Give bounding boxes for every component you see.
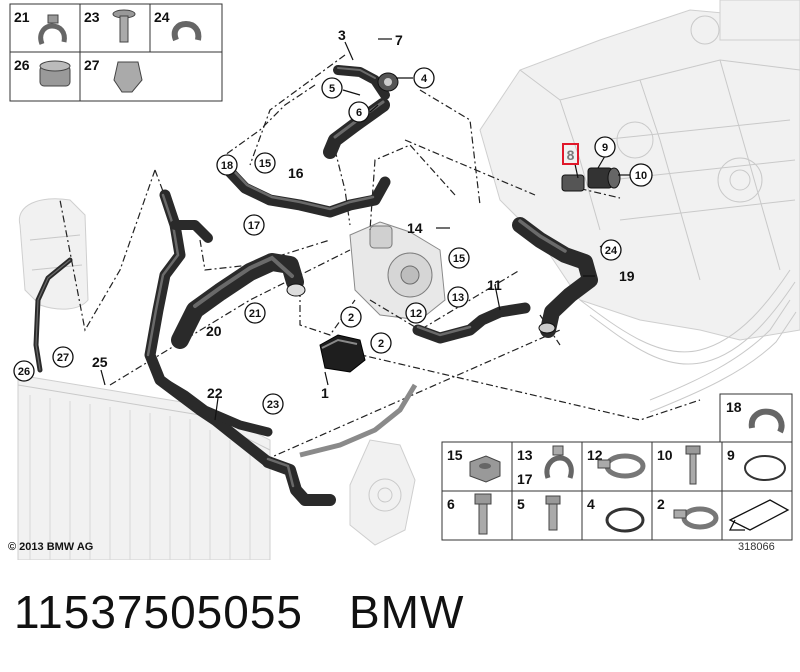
hw-label-15: 15 xyxy=(447,447,463,463)
svg-text:9: 9 xyxy=(602,142,608,154)
callout-26: 26 xyxy=(13,360,35,382)
svg-text:15: 15 xyxy=(259,158,271,170)
svg-text:6: 6 xyxy=(356,107,362,119)
callout-10: 10 xyxy=(629,163,653,187)
callout-7: 7 xyxy=(395,32,403,48)
callout-11: 11 xyxy=(487,277,502,293)
callout-15-b: 15 xyxy=(448,247,470,269)
thermostat-housing-illustration xyxy=(349,439,416,546)
callouts: 3 7 16 14 11 19 20 22 25 1 xyxy=(92,27,635,401)
svg-text:23: 23 xyxy=(267,399,279,411)
hose-left-upper xyxy=(144,189,274,468)
callout-22: 22 xyxy=(207,385,223,401)
callout-21-a: 21 xyxy=(244,302,266,324)
hw-label-2: 2 xyxy=(657,496,665,512)
svg-text:27: 27 xyxy=(57,352,69,364)
svg-text:18: 18 xyxy=(726,399,742,415)
callout-2-b: 2 xyxy=(370,332,392,354)
hw-label-17: 17 xyxy=(517,471,533,487)
radiator-illustration xyxy=(17,374,271,560)
callout-23: 23 xyxy=(262,393,284,415)
callout-17: 17 xyxy=(243,214,265,236)
small-part-label-27: 27 xyxy=(84,57,100,73)
hw-label-9: 9 xyxy=(727,447,735,463)
cooling-system-diagram: 3 7 16 14 11 19 20 22 25 1 4 5 6 18 15 1… xyxy=(9,0,800,560)
pipe-lower xyxy=(299,383,418,458)
callout-2-a: 2 xyxy=(340,306,362,328)
svg-text:13: 13 xyxy=(452,292,464,304)
svg-text:8: 8 xyxy=(567,147,575,163)
small-part-label-26: 26 xyxy=(14,57,30,73)
hose-12 xyxy=(412,302,531,344)
hardware-box: 15 13 17 12 10 9 6 5 4 2 xyxy=(441,441,793,541)
svg-text:2: 2 xyxy=(378,338,384,350)
part-18-box: 18 xyxy=(719,393,793,445)
svg-text:4: 4 xyxy=(421,73,428,85)
svg-text:5: 5 xyxy=(329,83,335,95)
callout-18: 18 xyxy=(216,154,238,176)
svg-text:12: 12 xyxy=(410,308,422,320)
svg-text:15: 15 xyxy=(453,253,465,265)
expansion-tank-illustration xyxy=(18,198,89,373)
callout-4: 4 xyxy=(413,67,435,89)
engine-block-illustration xyxy=(479,0,800,413)
callout-14: 14 xyxy=(407,220,423,236)
small-part-label-21: 21 xyxy=(14,9,30,25)
small-parts-box: 21 23 24 26 27 xyxy=(9,3,223,102)
part-number: 11537505055 xyxy=(14,586,303,638)
callout-1: 1 xyxy=(321,385,329,401)
callout-25: 25 xyxy=(92,354,108,370)
callout-12: 12 xyxy=(405,302,427,324)
brand-name: BMW xyxy=(349,586,465,638)
highlighted-part-8[interactable]: 8 xyxy=(562,143,579,165)
small-part-label-24: 24 xyxy=(154,9,170,25)
hw-label-10: 10 xyxy=(657,447,673,463)
svg-text:26: 26 xyxy=(18,366,30,378)
svg-text:18: 18 xyxy=(221,160,233,172)
svg-text:2: 2 xyxy=(348,312,354,324)
circled-callouts: 4 5 6 18 15 17 9 10 15 24 13 12 2 2 21 2… xyxy=(13,67,653,415)
hose-22 xyxy=(155,375,336,506)
svg-text:17: 17 xyxy=(248,220,260,232)
callout-15-a: 15 xyxy=(254,152,276,174)
part-8-9-thermostat xyxy=(561,167,621,192)
small-part-label-23: 23 xyxy=(84,9,100,25)
svg-text:24: 24 xyxy=(605,245,618,257)
hw-label-5: 5 xyxy=(517,496,525,512)
part-caption: 11537505055 BMW xyxy=(14,585,464,639)
reference-number: 318066 xyxy=(738,541,775,553)
hw-label-4: 4 xyxy=(587,496,595,512)
callout-9: 9 xyxy=(594,136,616,158)
hose-19 xyxy=(512,217,598,338)
hw-label-13: 13 xyxy=(517,447,533,463)
hw-label-12: 12 xyxy=(587,447,603,463)
callout-20: 20 xyxy=(206,323,222,339)
part-1-seal xyxy=(319,334,366,373)
hose-20 xyxy=(171,253,306,349)
callout-6: 6 xyxy=(348,101,370,123)
leader-lines xyxy=(100,38,630,421)
svg-text:21: 21 xyxy=(249,308,261,320)
water-pump-illustration xyxy=(349,221,446,321)
copyright-text: © 2013 BMW AG xyxy=(8,541,94,553)
callout-5: 5 xyxy=(321,77,343,99)
callout-13: 13 xyxy=(447,286,469,308)
svg-text:10: 10 xyxy=(635,170,647,182)
callout-24: 24 xyxy=(600,239,622,261)
callout-19: 19 xyxy=(619,268,635,284)
callout-27: 27 xyxy=(52,346,74,368)
callout-3: 3 xyxy=(338,27,346,43)
hose-16 xyxy=(224,166,391,218)
hw-label-6: 6 xyxy=(447,496,455,512)
callout-16: 16 xyxy=(288,165,304,181)
